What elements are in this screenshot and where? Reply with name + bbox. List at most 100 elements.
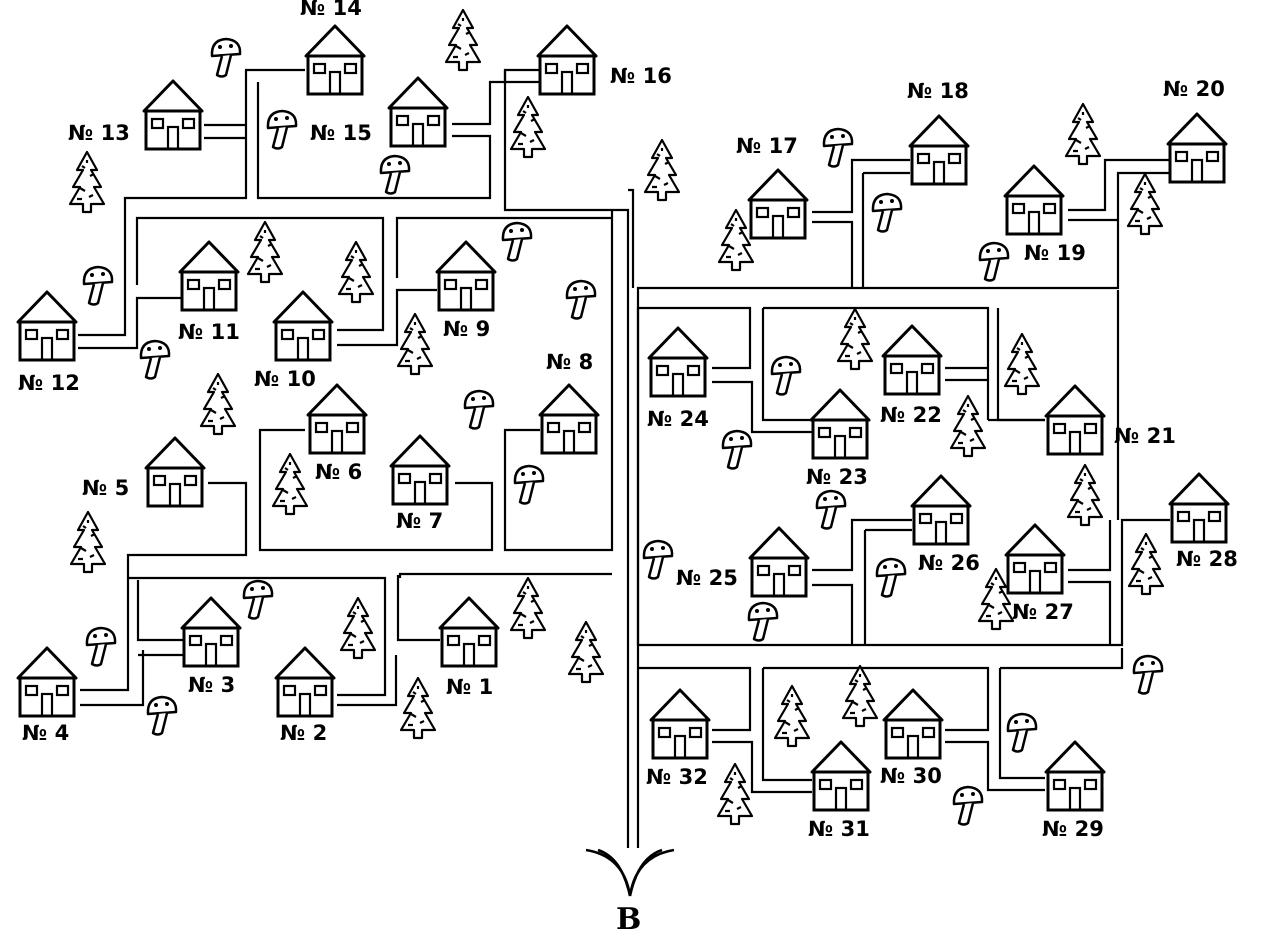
path-segment	[986, 380, 1045, 422]
path-segment	[761, 308, 812, 422]
fir-tree-icon	[271, 452, 309, 516]
mushroom-icon	[952, 785, 984, 826]
house-icon	[1003, 164, 1065, 236]
path-segment	[258, 428, 494, 552]
entrance-marker: В	[585, 848, 675, 934]
house-31: № 31	[808, 740, 872, 841]
house-icon	[536, 24, 598, 96]
house-19: № 19	[1003, 164, 1086, 265]
path-segment	[337, 655, 398, 707]
fir-tree-icon	[399, 676, 437, 740]
house-10: № 10	[254, 290, 334, 391]
mushroom-icon	[747, 601, 779, 642]
path-segment	[863, 528, 912, 645]
house-label-20: № 20	[1163, 77, 1225, 101]
house-21: № 21	[1044, 384, 1176, 456]
house-icon	[274, 646, 336, 718]
house-label-30: № 30	[880, 764, 942, 788]
house-icon	[1004, 523, 1066, 595]
house-icon	[810, 740, 872, 812]
house-26: № 26	[910, 474, 980, 575]
house-icon	[178, 240, 240, 312]
house-27: № 27	[1004, 523, 1074, 624]
house-label-17: № 17	[736, 134, 798, 158]
path-segment	[128, 576, 387, 697]
fir-tree-icon	[509, 576, 547, 640]
house-label-7: № 7	[396, 509, 443, 533]
path-segment	[638, 666, 752, 732]
mushroom-icon	[85, 626, 117, 667]
house-icon	[435, 240, 497, 312]
house-label-16: № 16	[610, 64, 672, 88]
house-32: № 32	[646, 688, 711, 789]
path-segment	[761, 668, 812, 782]
fir-tree-icon	[1066, 463, 1104, 527]
fir-tree-icon	[339, 596, 377, 660]
house-label-5: № 5	[82, 476, 129, 500]
fir-tree-icon	[69, 510, 107, 574]
mushroom-icon	[721, 429, 753, 470]
house-label-15: № 15	[310, 121, 372, 145]
house-label-26: № 26	[918, 551, 980, 575]
paths	[78, 68, 1170, 848]
house-17: № 17	[736, 134, 809, 240]
mushroom-icon	[501, 221, 533, 262]
house-14: № 14	[300, 0, 366, 96]
house-30: № 30	[880, 688, 944, 788]
path-segment	[503, 210, 614, 552]
house-icon	[144, 436, 206, 508]
path-segment	[135, 216, 385, 332]
path-segment	[398, 572, 612, 578]
house-label-29: № 29	[1042, 817, 1104, 841]
house-8: № 8	[538, 350, 600, 455]
house-3: № 3	[180, 596, 242, 697]
path-segment	[396, 575, 440, 642]
mushroom-icon	[463, 389, 495, 430]
house-2: № 2	[274, 646, 336, 745]
path-segment	[503, 68, 630, 848]
path-segment	[945, 740, 1045, 792]
mushroom-icon	[266, 109, 298, 150]
mushroom-icon	[82, 265, 114, 306]
house-label-22: № 22	[880, 403, 942, 427]
mushroom-icon	[210, 37, 242, 78]
path-segment	[136, 580, 183, 642]
mushroom-icon	[770, 355, 802, 396]
house-icon	[142, 79, 204, 151]
house-icon	[1166, 112, 1228, 184]
fir-tree-icon	[949, 394, 987, 458]
fir-tree-icon	[716, 762, 754, 826]
house-label-10: № 10	[254, 367, 316, 391]
path-segment	[628, 188, 635, 288]
house-label-31: № 31	[808, 817, 870, 841]
path-segment	[812, 583, 854, 645]
fir-tree-icon	[199, 372, 237, 436]
fir-tree-icon	[773, 684, 811, 748]
fir-tree-icon	[396, 312, 434, 376]
entrance-label: В	[616, 902, 641, 934]
path-segment	[80, 650, 145, 707]
house-4: № 4	[16, 646, 78, 745]
path-segment	[78, 296, 181, 350]
house-label-12: № 12	[18, 371, 80, 395]
path-segment	[1068, 520, 1112, 572]
fir-tree-icon	[643, 138, 681, 202]
house-label-3: № 3	[188, 673, 235, 697]
path-segment	[638, 306, 752, 370]
fir-tree-icon	[246, 220, 284, 284]
house-icon	[16, 290, 78, 362]
house-icon	[1044, 384, 1106, 456]
house-label-2: № 2	[280, 721, 327, 745]
house-7: № 7	[389, 434, 451, 533]
house-icon	[438, 596, 500, 668]
house-icon	[809, 388, 871, 460]
house-label-27: № 27	[1012, 600, 1074, 624]
fir-tree-icon	[1064, 102, 1102, 166]
house-18: № 18	[907, 79, 970, 186]
house-icon	[16, 646, 78, 718]
fir-tree-icon	[841, 664, 879, 728]
house-label-25: № 25	[676, 566, 738, 590]
house-15: № 15	[310, 76, 449, 148]
mushroom-icon	[379, 154, 411, 195]
house-icon	[647, 326, 709, 398]
